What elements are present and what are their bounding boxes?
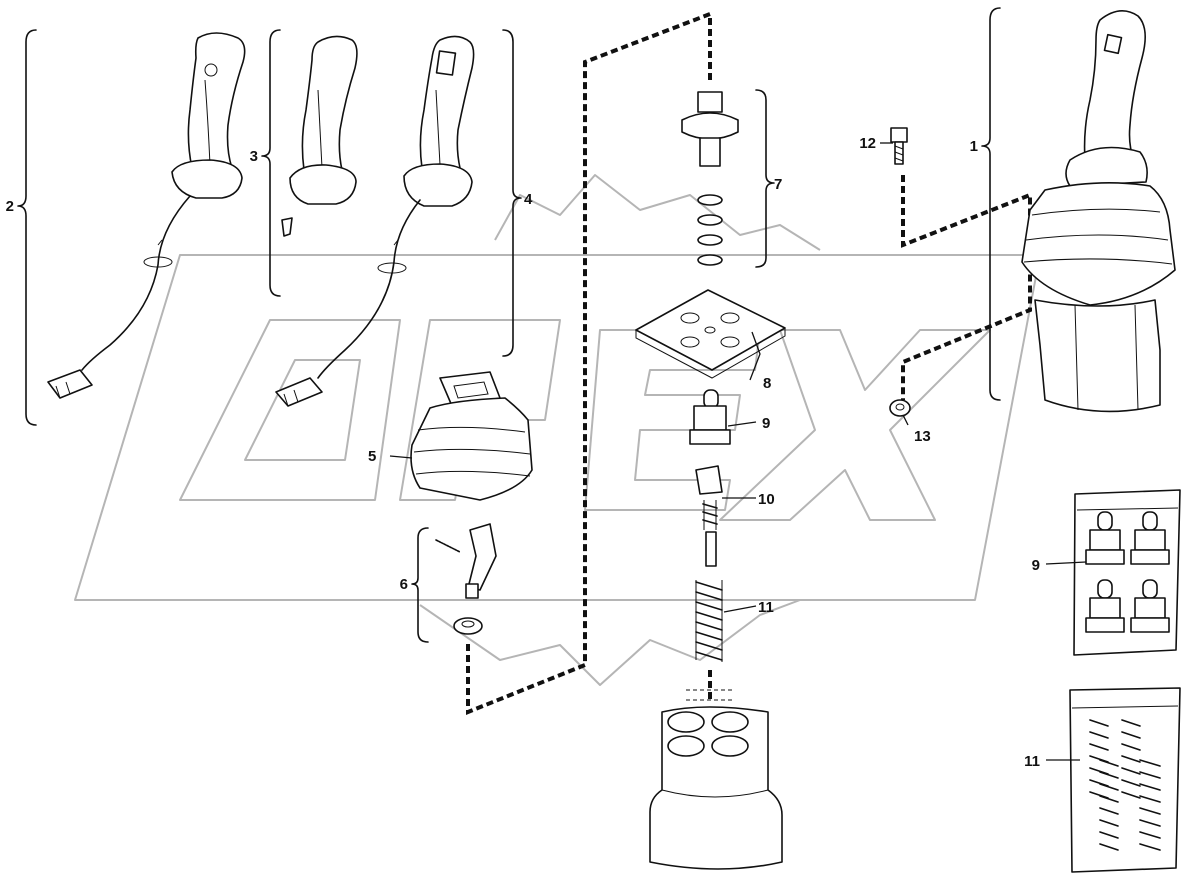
callout-11-kit: 11 — [1024, 753, 1040, 770]
callout-12: 12 — [859, 135, 876, 152]
callout-13: 13 — [914, 428, 931, 445]
callout-6: 6 — [400, 576, 408, 593]
watermark-opex — [74, 174, 1041, 686]
leader-lines — [389, 142, 1087, 761]
callout-9-kit: 9 — [1032, 557, 1040, 574]
braces — [17, 7, 1001, 643]
joystick-handle-plain — [281, 35, 358, 237]
bolt-12 — [890, 127, 908, 165]
callout-4: 4 — [524, 191, 533, 208]
callout-3: 3 — [250, 148, 258, 165]
valve-housing — [649, 689, 783, 870]
kit-bag-valves — [1073, 489, 1181, 656]
spring-guide — [695, 465, 723, 567]
push-rod-valve — [689, 389, 731, 445]
joystick-assembly — [1021, 10, 1176, 413]
callout-2: 2 — [6, 198, 14, 215]
callout-7: 7 — [774, 176, 782, 193]
joystick-handle-with-cable — [47, 32, 246, 399]
callout-9: 9 — [762, 415, 770, 432]
nut-13 — [889, 399, 911, 417]
callout-1: 1 — [970, 138, 978, 155]
plunger-and-orings — [681, 91, 739, 266]
joystick-handle-with-switch — [275, 35, 475, 407]
mounting-plate — [635, 289, 786, 379]
rubber-boot — [410, 371, 533, 501]
callout-10: 10 — [758, 491, 775, 508]
dashed-connectors — [466, 11, 1032, 715]
kit-bag-springs — [1069, 687, 1181, 873]
callout-8: 8 — [763, 375, 771, 392]
return-spring — [695, 580, 723, 662]
callout-11: 11 — [758, 599, 774, 616]
callout-5: 5 — [368, 448, 376, 465]
callout-labels: 1 2 3 4 5 6 7 8 9 10 11 12 13 9 11 — [6, 135, 1040, 770]
adapter-lever-and-nut — [435, 523, 497, 635]
